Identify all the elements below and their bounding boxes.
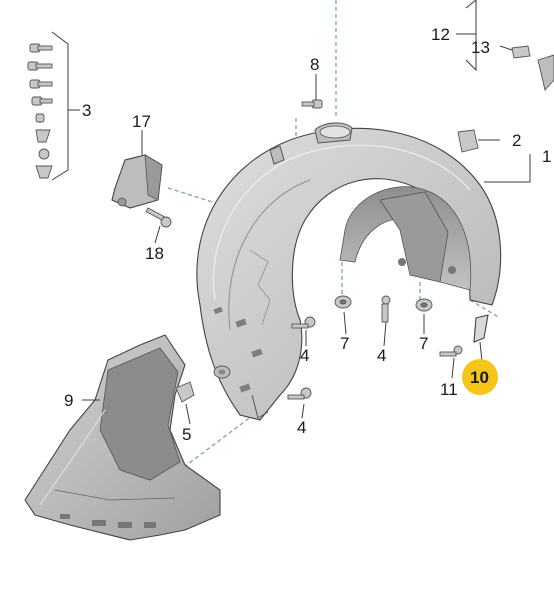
callout-9: 9 (64, 391, 73, 410)
splash-shield (24, 334, 221, 541)
fastener-8 (301, 99, 323, 109)
body-panel-corner (537, 54, 554, 91)
callout-5: 5 (182, 425, 191, 444)
fastener-4-a (291, 316, 316, 329)
highlight-badge (462, 359, 498, 395)
fastener-13 (511, 45, 531, 59)
fastener-5 (175, 381, 195, 403)
fastener-7-a (334, 295, 352, 309)
fastener-7-b (415, 298, 433, 312)
callout-10: 10 (470, 368, 489, 387)
fastener-2 (457, 129, 479, 153)
callout-12: 12 (431, 25, 450, 44)
callout-2: 2 (512, 131, 521, 150)
fasteners (145, 45, 531, 403)
callout-4-middle: 4 (377, 346, 386, 365)
callout-1: 1 (542, 147, 551, 166)
callout-17: 17 (132, 112, 151, 131)
callout-7-left: 7 (340, 334, 349, 353)
callout-3: 3 (82, 101, 91, 120)
fastener-4-c (287, 387, 312, 400)
callout-18: 18 (145, 244, 164, 263)
fastener-4-b (381, 295, 391, 323)
fastener-11 (439, 345, 463, 357)
highlighted-strip (473, 314, 489, 343)
screw-kit (27, 43, 53, 179)
callout-13: 13 (471, 38, 490, 57)
callout-4-bottom: 4 (297, 418, 306, 437)
callout-11: 11 (440, 380, 458, 399)
callout-8: 8 (310, 55, 319, 74)
wheel-arch-liner (196, 122, 502, 421)
bracket (111, 154, 163, 209)
callout-leaders (51, 0, 531, 425)
callout-7-right: 7 (419, 334, 428, 353)
callout-4-left: 4 (300, 346, 309, 365)
fastener-18 (145, 207, 172, 228)
callout-numbers: 3 12 13 2 1 8 17 18 9 4 4 4 7 7 5 11 10 (64, 25, 551, 444)
